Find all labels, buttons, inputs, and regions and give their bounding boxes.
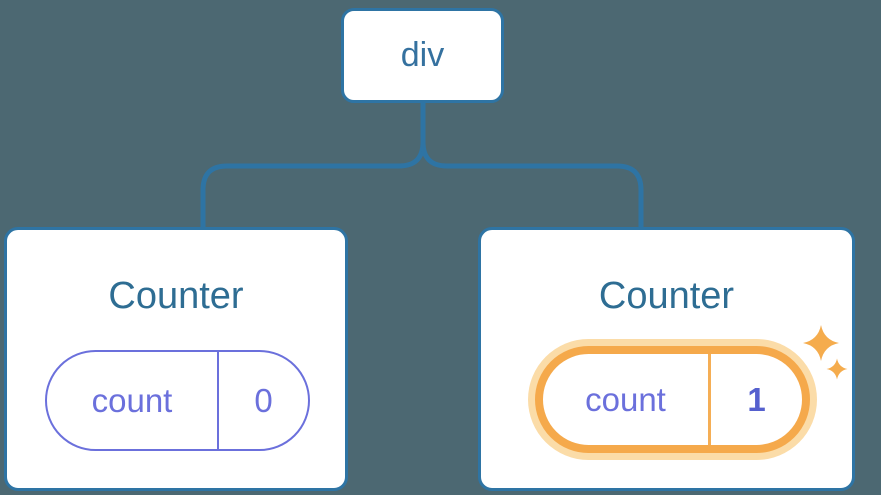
sparkle-large-icon: [803, 325, 839, 361]
state-value-updated: 1: [747, 380, 766, 418]
connector-left-branch: [200, 101, 426, 227]
counter-card-right: Counter count 1: [478, 227, 855, 491]
connector-right-branch: [420, 101, 644, 227]
root-node-div: div: [341, 8, 504, 103]
root-node-label: div: [400, 36, 445, 74]
sparkle-small-icon: [826, 358, 848, 380]
counter-card-title: Counter: [598, 275, 735, 317]
state-value: 0: [254, 381, 273, 419]
state-key-label: count: [47, 352, 219, 449]
state-pill-count-0: count 0: [45, 350, 310, 451]
counter-card-left: Counter count 0: [4, 227, 348, 491]
state-pill-count-1-highlighted: count 1: [535, 346, 810, 453]
counter-card-title: Counter: [108, 275, 244, 317]
state-key-label: count: [543, 354, 711, 445]
sparkle-icon: [803, 325, 848, 380]
